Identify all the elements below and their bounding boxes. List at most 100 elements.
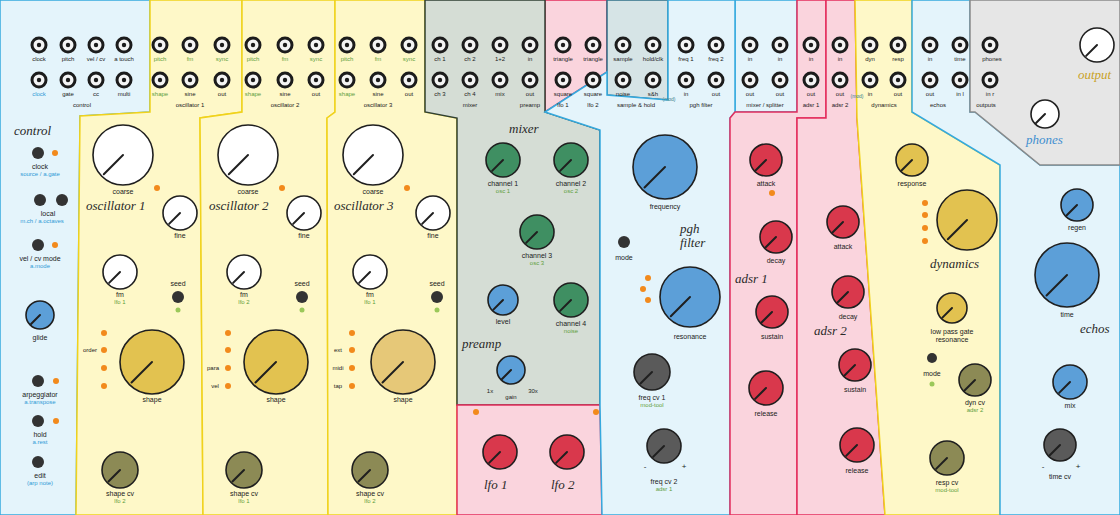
panel-label: fine [427, 232, 438, 240]
knob-body [1044, 429, 1076, 461]
knob-pointer [169, 213, 180, 224]
module-heading: pgh filter [680, 222, 724, 251]
led [640, 286, 646, 292]
knob-pointer [293, 213, 304, 224]
jack-hole [988, 43, 992, 47]
seed-led [930, 382, 935, 387]
jack [340, 38, 354, 52]
knob [343, 125, 403, 185]
jack [215, 38, 229, 52]
knob [353, 255, 387, 289]
knob-pointer [354, 155, 373, 174]
knob-pointer [1059, 382, 1070, 393]
panel-label: in [868, 91, 873, 98]
panel-label: osc 1 [496, 188, 510, 195]
jack-hole [94, 78, 98, 82]
knob [102, 452, 138, 488]
jack-ring [433, 38, 447, 52]
led [101, 383, 107, 389]
knob-pointer [560, 160, 571, 171]
panel-label: fm [116, 291, 124, 299]
panel-label: gain [505, 394, 516, 401]
knob-body [1035, 243, 1099, 307]
led [53, 418, 59, 424]
jack [891, 73, 905, 87]
panel-label: resonance [674, 333, 707, 341]
panel-label: ext [334, 347, 342, 354]
knob [1044, 429, 1076, 461]
jack-hole [778, 43, 782, 47]
panel-label: (mod) [850, 94, 863, 100]
jack-ring [891, 73, 905, 87]
jack-hole [283, 43, 287, 47]
panel-label: fm [375, 56, 382, 63]
panel-label: fm [187, 56, 194, 63]
knob-pointer [132, 362, 152, 382]
knob [937, 293, 967, 323]
jack-ring [743, 38, 757, 52]
knob [483, 435, 517, 469]
jack-hole [838, 78, 842, 82]
knob-body [102, 452, 138, 488]
panel-label: sustain [844, 386, 866, 394]
panel-label: freq cv 1 [639, 394, 666, 402]
knob-body [647, 429, 681, 463]
jack-hole [314, 78, 318, 82]
knob-body [1061, 189, 1093, 221]
led-group [52, 150, 928, 424]
panel-label: low pass gate resonance [917, 328, 987, 344]
jack [278, 38, 292, 52]
jack-ring [309, 38, 323, 52]
panel-label: out [526, 91, 534, 98]
panel-label: lfo 2 [364, 498, 375, 505]
panel-label: lfo 1 [364, 299, 375, 306]
push-button [618, 236, 630, 248]
jack-hole [498, 43, 502, 47]
module-heading: echos [1080, 322, 1110, 336]
knob [959, 364, 991, 396]
jack-ring [923, 38, 937, 52]
panel-label: coarse [237, 188, 258, 196]
panel-label: shape cv [356, 490, 384, 498]
knob-body [483, 435, 517, 469]
led [154, 185, 160, 191]
jack [153, 38, 167, 52]
panel-shape [970, 0, 1120, 165]
jack-ring [523, 38, 537, 52]
jack [215, 73, 229, 87]
panel-label: lfo 1 [238, 498, 249, 505]
knob-body [896, 144, 928, 176]
knob-pointer [502, 370, 511, 379]
jack-hole [684, 78, 688, 82]
knob-body [353, 255, 387, 289]
panel-label: resp cv [936, 479, 959, 487]
panel-label: lfo 2 [587, 102, 598, 109]
jack [983, 73, 997, 87]
panel-label: arpeggiator [22, 391, 57, 399]
panel-label: out [218, 91, 226, 98]
jack [743, 38, 757, 52]
jack-hole [345, 43, 349, 47]
knob-body [287, 196, 321, 230]
panel-label: + [682, 462, 687, 471]
panel-label: source / a.gate [20, 171, 60, 178]
jack-ring [773, 38, 787, 52]
knob-body [1031, 100, 1059, 128]
knob-pointer [1050, 445, 1060, 455]
panel-label: mix [495, 91, 504, 98]
module-heading: adsr 1 [735, 272, 768, 286]
jack-hole [868, 43, 872, 47]
jack-hole [591, 78, 595, 82]
jack-ring [709, 73, 723, 87]
jack-ring [923, 73, 937, 87]
panel-label: echos [930, 102, 946, 109]
jack [586, 38, 600, 52]
knob [226, 452, 262, 488]
panel-label: adsr 1 [803, 102, 820, 109]
panel-label: mod-tool [935, 487, 958, 494]
module-panel: mixerpreamp [425, 0, 600, 405]
knob-body [227, 255, 261, 289]
jack-hole [251, 78, 255, 82]
panel-label: out [836, 91, 844, 98]
